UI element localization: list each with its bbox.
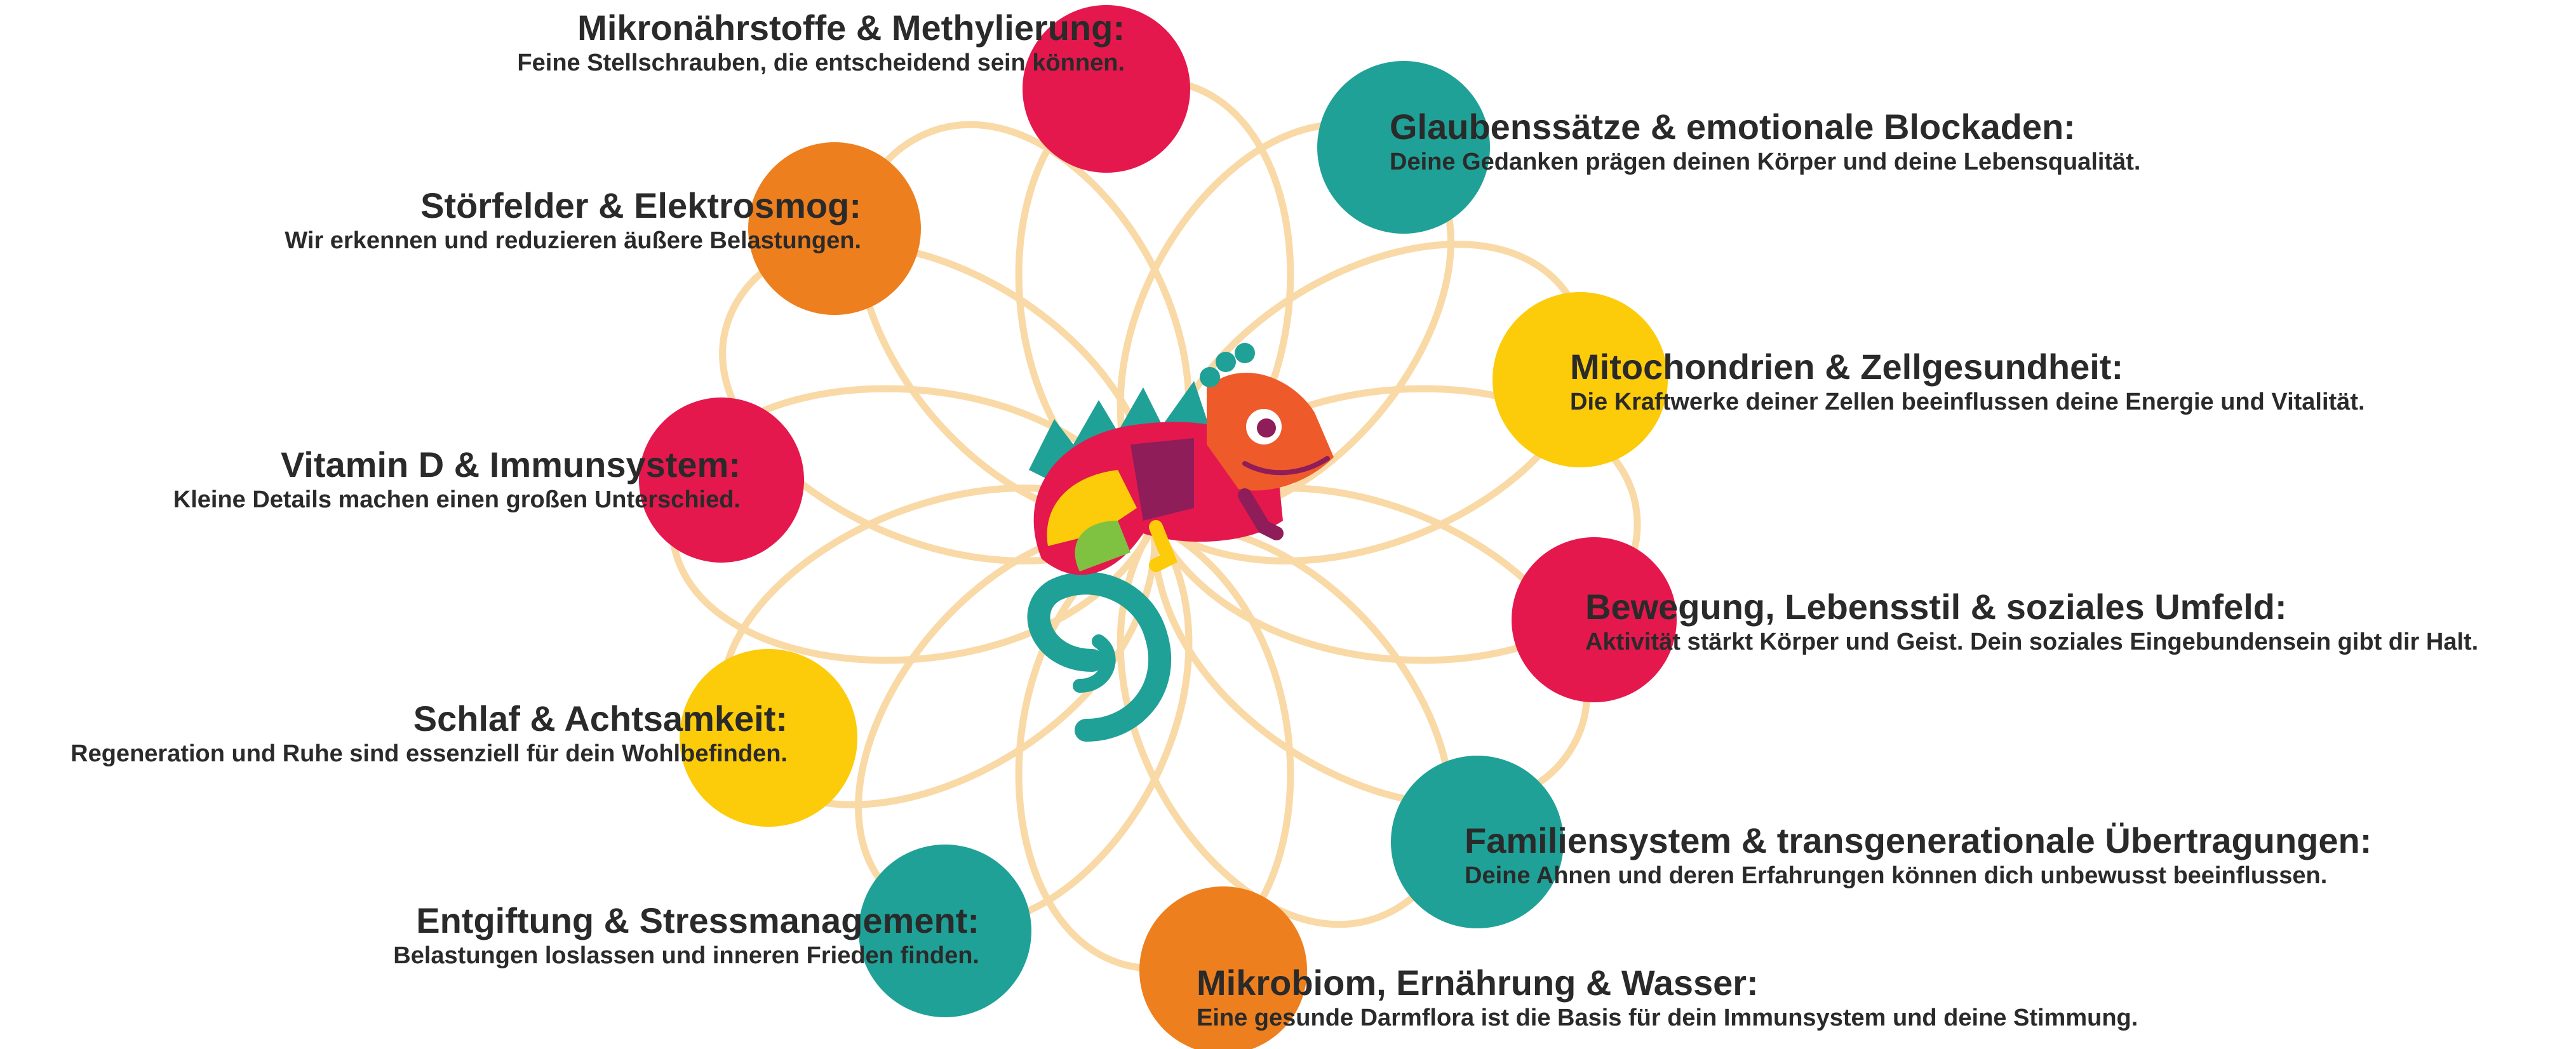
node-title: Mikrobiom, Ernährung & Wasser:: [1197, 963, 1759, 1003]
node-description: Feine Stellschrauben, die entscheidend s…: [517, 50, 1125, 76]
node-title: Glaubenssätze & emotionale Blockaden:: [1390, 107, 2076, 147]
flower-loop: [719, 241, 1158, 565]
node-circle-glaubenssaetze: [1317, 61, 1490, 234]
node-title: Entgiftung & Stressmanagement:: [416, 900, 979, 940]
node-title: Vitamin D & Immunsystem:: [280, 444, 741, 484]
node-title: Mikronährstoffe & Methylierung:: [577, 8, 1125, 48]
node-description: Wir erkennen und reduzieren äußere Belas…: [285, 227, 861, 254]
node-description: Deine Gedanken prägen deinen Körper und …: [1390, 149, 2141, 175]
node-circle-entgiftung: [859, 845, 1031, 1017]
flower-loop: [855, 121, 1193, 528]
node-title: Bewegung, Lebensstil & soziales Umfeld:: [1585, 587, 2287, 627]
chameleon-icon: [1027, 343, 1334, 742]
node-label-stoerfelder: Störfelder & Elektrosmog: Wir erkennen u…: [285, 185, 861, 255]
node-title: Schlaf & Achtsamkeit:: [413, 698, 788, 738]
node-circle-schlaf: [680, 649, 857, 827]
flower-loop: [1150, 385, 1641, 664]
node-circle-mitochondrien: [1493, 292, 1668, 467]
node-description: Die Kraftwerke deiner Zellen beeinflusse…: [1570, 389, 2365, 415]
node-description: Regeneration und Ruhe sind essenziell fü…: [70, 740, 788, 767]
node-label-vitamin-d: Vitamin D & Immunsystem: Kleine Details …: [173, 444, 741, 514]
node-description: Aktivität stärkt Körper und Geist. Dein …: [1585, 629, 2479, 655]
node-description: Kleine Details machen einen großen Unter…: [173, 486, 741, 513]
node-label-entgiftung: Entgiftung & Stressmanagement: Belastung…: [393, 900, 979, 970]
node-circle-familiensystem: [1391, 756, 1564, 928]
node-title: Mitochondrien & Zellgesundheit:: [1570, 347, 2124, 387]
node-description: Eine gesunde Darmflora ist die Basis für…: [1197, 1005, 2138, 1031]
node-title: Familiensystem & transgenerationale Über…: [1465, 820, 2372, 860]
node-circle-bewegung: [1512, 537, 1677, 702]
node-description: Belastungen loslassen und inneren Friede…: [393, 942, 979, 969]
node-label-glaubenssaetze: Glaubenssätze & emotionale Blockaden: De…: [1390, 107, 2140, 177]
node-label-mikronaehrstoffe: Mikronährstoffe & Methylierung: Feine St…: [517, 8, 1125, 77]
node-circle-vitamin-d: [639, 398, 804, 563]
node-label-bewegung: Bewegung, Lebensstil & soziales Umfeld: …: [1585, 587, 2478, 657]
node-label-mitochondrien: Mitochondrien & Zellgesundheit: Die Kraf…: [1570, 347, 2365, 417]
node-label-schlaf: Schlaf & Achtsamkeit: Regeneration und R…: [70, 698, 788, 768]
node-label-mikrobiom: Mikrobiom, Ernährung & Wasser: Eine gesu…: [1197, 963, 2138, 1032]
node-label-familiensystem: Familiensystem & transgenerationale Über…: [1465, 820, 2371, 890]
node-circle-mikrobiom: [1139, 886, 1307, 1049]
node-title: Störfelder & Elektrosmog:: [420, 185, 861, 225]
node-description: Deine Ahnen und deren Erfahrungen können…: [1465, 862, 2328, 889]
node-circle-stoerfelder: [748, 142, 921, 315]
node-circle-mikronaehrstoffe: [1023, 5, 1190, 173]
flower-loop: [1151, 484, 1590, 808]
